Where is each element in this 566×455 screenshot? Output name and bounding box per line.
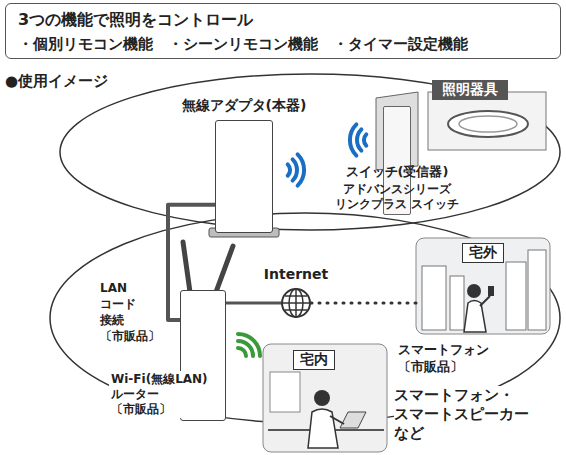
building [506, 262, 526, 330]
indoor-scene [263, 344, 387, 452]
wave [238, 341, 253, 356]
antenna [216, 246, 233, 292]
building [422, 266, 446, 330]
router: Wi-Fi(無線LAN) ルーター 〔市販品〕 [180, 290, 226, 421]
switch-series: アドバンスシリーズ リンクプラス スイッチ [331, 182, 463, 212]
parallel [285, 295, 307, 297]
building [450, 276, 464, 330]
person-body [308, 409, 338, 448]
window [270, 372, 300, 412]
switch-label: スイッチ(受信器) [346, 163, 449, 181]
network-line [226, 302, 281, 305]
title-text: 3つの機能で照明をコントロール [18, 9, 548, 31]
wave [238, 348, 246, 356]
device-note: スマートフォン・ スマートスピーカー など [394, 386, 546, 443]
lighting-label: 照明器具 [432, 80, 508, 100]
person-body [464, 301, 486, 333]
outdoor-label: 宅外 [462, 243, 504, 263]
light-fixture-ring [459, 116, 517, 132]
title-box: 3つの機能で照明をコントロール・個別リモコン機能 ・シーンリモコン機能 ・タイマ… [5, 3, 561, 59]
wave [293, 159, 297, 180]
scene-ground [263, 344, 387, 452]
ceiling-panel [428, 92, 546, 150]
section-heading: ●使用イメージ [5, 72, 108, 91]
parallel [283, 302, 309, 304]
wave [350, 124, 356, 155]
antenna [183, 242, 190, 292]
globe-grid [283, 289, 309, 317]
outdoor-scene [416, 238, 550, 334]
smartphone [488, 286, 494, 296]
wave [288, 164, 290, 175]
person-arm [330, 416, 344, 424]
light-fixture [448, 111, 528, 137]
wave [357, 129, 361, 150]
cable-label: LAN コード 接続 〔市販品〕 [100, 280, 160, 344]
adapter-wireless-waves [288, 154, 304, 185]
person-head [314, 390, 330, 406]
indoor-label: 宅内 [293, 350, 335, 370]
scene-ground [416, 238, 550, 334]
indoor-scene: 宅内 [263, 344, 387, 452]
internet-link [311, 302, 416, 305]
router-label: Wi-Fi(無線LAN) ルーター 〔市販品〕 [109, 371, 213, 418]
internet-globe: Internet [281, 288, 311, 318]
wave [298, 154, 304, 185]
switch-receiver: スイッチ(受信器)アドバンスシリーズ リンクプラス スイッチ [383, 106, 411, 215]
wave [238, 334, 260, 356]
internet-label: Internet [264, 266, 328, 282]
outdoor-scene: 宅外 [416, 238, 550, 334]
person-arm [480, 296, 490, 306]
switch-wireless-waves [350, 124, 366, 155]
upper-region [60, 74, 560, 230]
building [528, 250, 546, 330]
feature-list: ・個別リモコン機能 ・シーンリモコン機能 ・タイマー設定機能 [18, 34, 548, 54]
laptop [340, 412, 366, 428]
adapter-label: 無線アダプタ(本器) [182, 97, 307, 115]
smartphone-note: スマートフォン 〔市販品〕 [398, 341, 504, 375]
router-wireless-waves [238, 334, 260, 356]
wireless-adapter: 無線アダプタ(本器) [215, 120, 273, 233]
parallel [285, 309, 307, 311]
wave [364, 134, 366, 145]
lighting-text: 照明器具 [442, 81, 498, 99]
person-head [467, 284, 481, 298]
router-antennas [183, 242, 233, 292]
